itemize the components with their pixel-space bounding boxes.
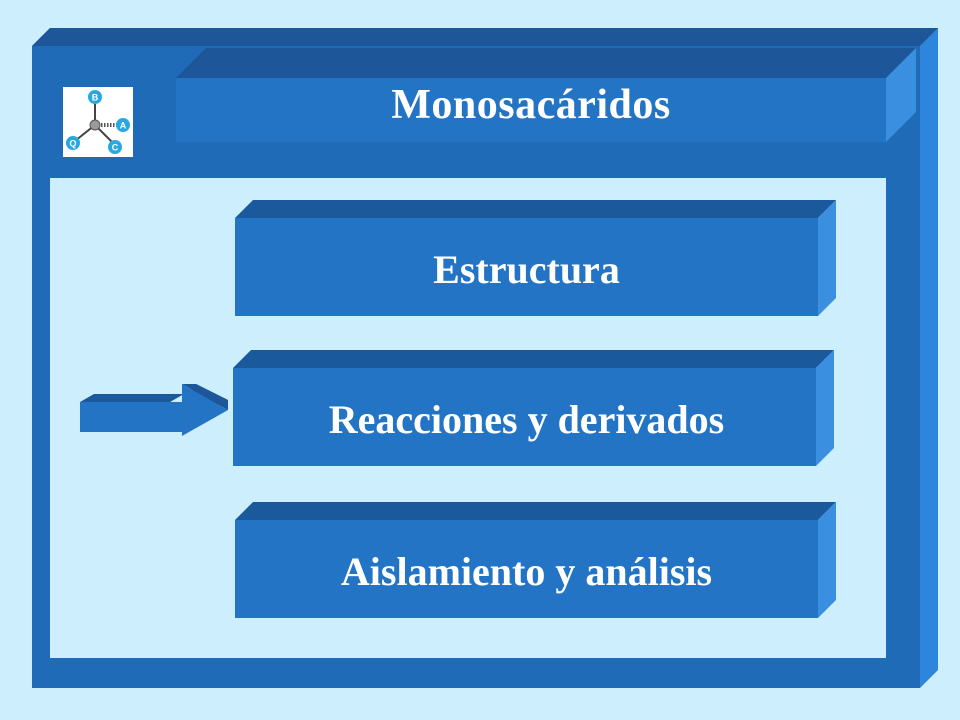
logo-letter-q: Q	[69, 139, 76, 149]
logo-letter-c: C	[112, 143, 119, 153]
title-bar-face	[176, 78, 886, 142]
aislamiento-y-analisis-button[interactable]: Aislamiento y análisis	[340, 548, 713, 594]
title-bar-side	[886, 48, 916, 142]
title-bar-top	[176, 48, 916, 78]
page-title: Monosacáridos	[391, 82, 671, 128]
button-aislamiento-side	[818, 502, 836, 618]
logo-letter-b: B	[92, 93, 99, 103]
molecule-logo-icon: B A C Q	[63, 87, 133, 157]
button-reacciones-face	[233, 368, 816, 466]
frame-right-edge	[920, 28, 938, 688]
reacciones-y-derivados-button[interactable]: Reacciones y derivados	[328, 396, 725, 442]
button-estructura-side	[818, 200, 836, 316]
button-reacciones-side	[816, 350, 834, 466]
button-aislamiento-top	[235, 502, 836, 520]
button-reacciones-top	[233, 350, 834, 368]
button-estructura-face	[235, 218, 818, 316]
frame-top-edge	[32, 28, 938, 46]
logo-letter-a: A	[120, 121, 127, 131]
estructura-button[interactable]: Estructura	[433, 246, 620, 292]
button-estructura-top	[235, 200, 836, 218]
button-aislamiento-face	[235, 520, 818, 618]
arrow-right-icon	[80, 384, 228, 436]
